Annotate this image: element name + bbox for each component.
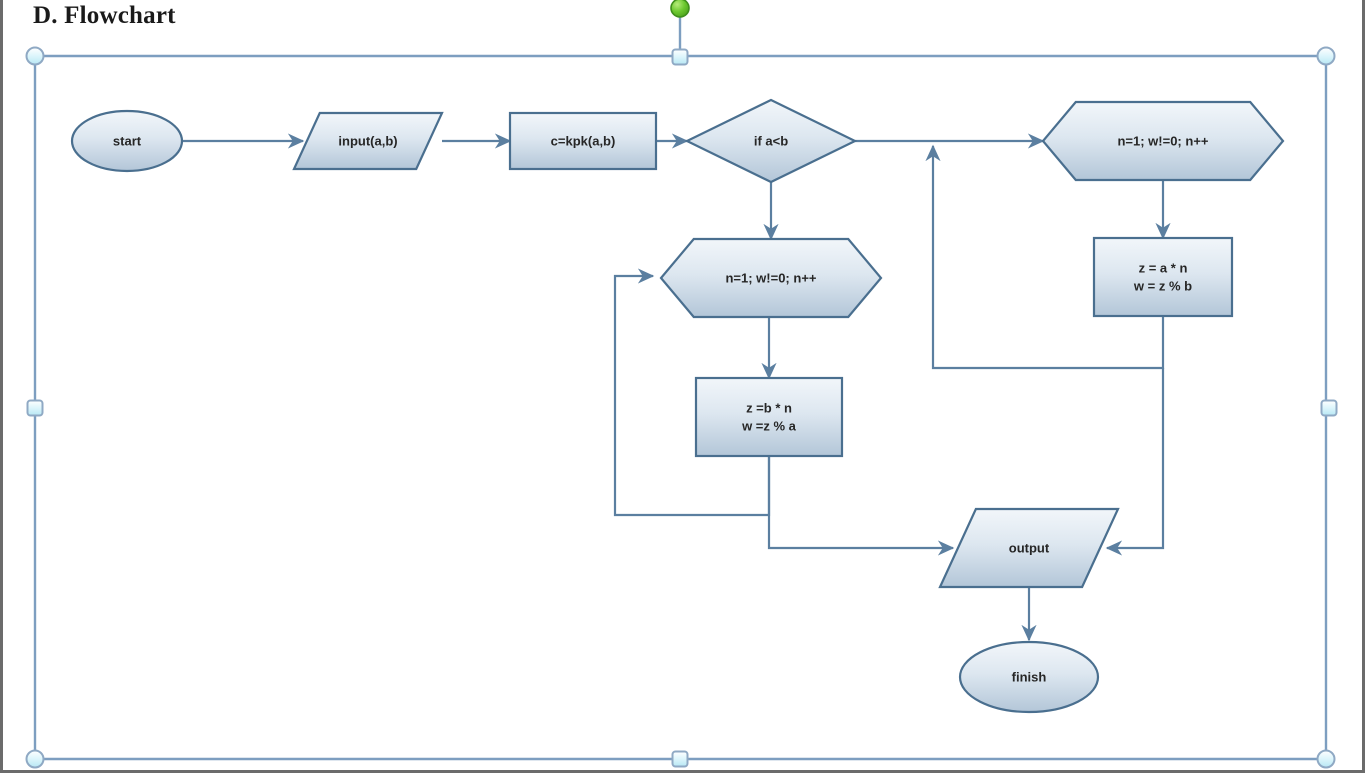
handle-bottom-right[interactable]	[1316, 749, 1336, 769]
node-calc-right[interactable]: z = a * n w = z % b	[1092, 236, 1234, 318]
node-start-label: start	[113, 134, 142, 149]
node-input-label: input(a,b)	[338, 134, 397, 149]
connector-layer	[182, 133, 1171, 642]
connector-calcright-to-output[interactable]	[1105, 368, 1165, 556]
node-calc-center-label: w =z % a	[741, 419, 797, 434]
node-calc-center-label: z =b * n	[746, 401, 792, 416]
node-c-kpk-label: c=kpk(a,b)	[551, 134, 616, 149]
handle-top-middle[interactable]	[671, 48, 689, 66]
handle-top-right[interactable]	[1316, 46, 1336, 66]
handle-left-middle[interactable]	[26, 399, 44, 417]
node-calc-center[interactable]: z =b * n w =z % a	[694, 376, 844, 458]
rotate-handle[interactable]	[670, 0, 690, 18]
page-title: D. Flowchart	[33, 2, 176, 29]
handle-top-left[interactable]	[25, 46, 45, 66]
node-start[interactable]: start	[70, 109, 184, 173]
node-finish-label: finish	[1012, 670, 1047, 685]
node-decision-label: if a<b	[754, 134, 788, 149]
node-calc-right-label: w = z % b	[1133, 279, 1192, 294]
handle-right-middle[interactable]	[1320, 399, 1338, 417]
handle-bottom-left[interactable]	[25, 749, 45, 769]
node-c-kpk[interactable]: c=kpk(a,b)	[508, 111, 658, 171]
node-input[interactable]: input(a,b)	[292, 111, 444, 171]
connector-calcright-feedback[interactable]	[925, 144, 1165, 370]
node-loop-right-label: n=1; w!=0; n++	[1117, 134, 1208, 149]
node-loop-right[interactable]: n=1; w!=0; n++	[1041, 100, 1285, 182]
node-calc-right-label: z = a * n	[1139, 261, 1188, 276]
flowchart-canvas: start input(a,b) c=kpk(a,b) if a<b n=1; w!=0…	[25, 0, 1338, 769]
node-finish[interactable]: finish	[958, 640, 1100, 714]
node-loop-center[interactable]: n=1; w!=0; n++	[659, 237, 883, 319]
connector-calccenter-to-output[interactable]	[767, 456, 955, 556]
handle-bottom-middle[interactable]	[671, 750, 689, 768]
selection-layer	[25, 0, 1338, 769]
node-output-label: output	[1009, 541, 1050, 556]
node-output[interactable]: output	[938, 507, 1120, 589]
node-decision[interactable]: if a<b	[684, 98, 858, 184]
node-layer: start input(a,b) c=kpk(a,b) if a<b n=1; w!=0…	[70, 98, 1285, 714]
node-loop-center-label: n=1; w!=0; n++	[725, 271, 816, 286]
